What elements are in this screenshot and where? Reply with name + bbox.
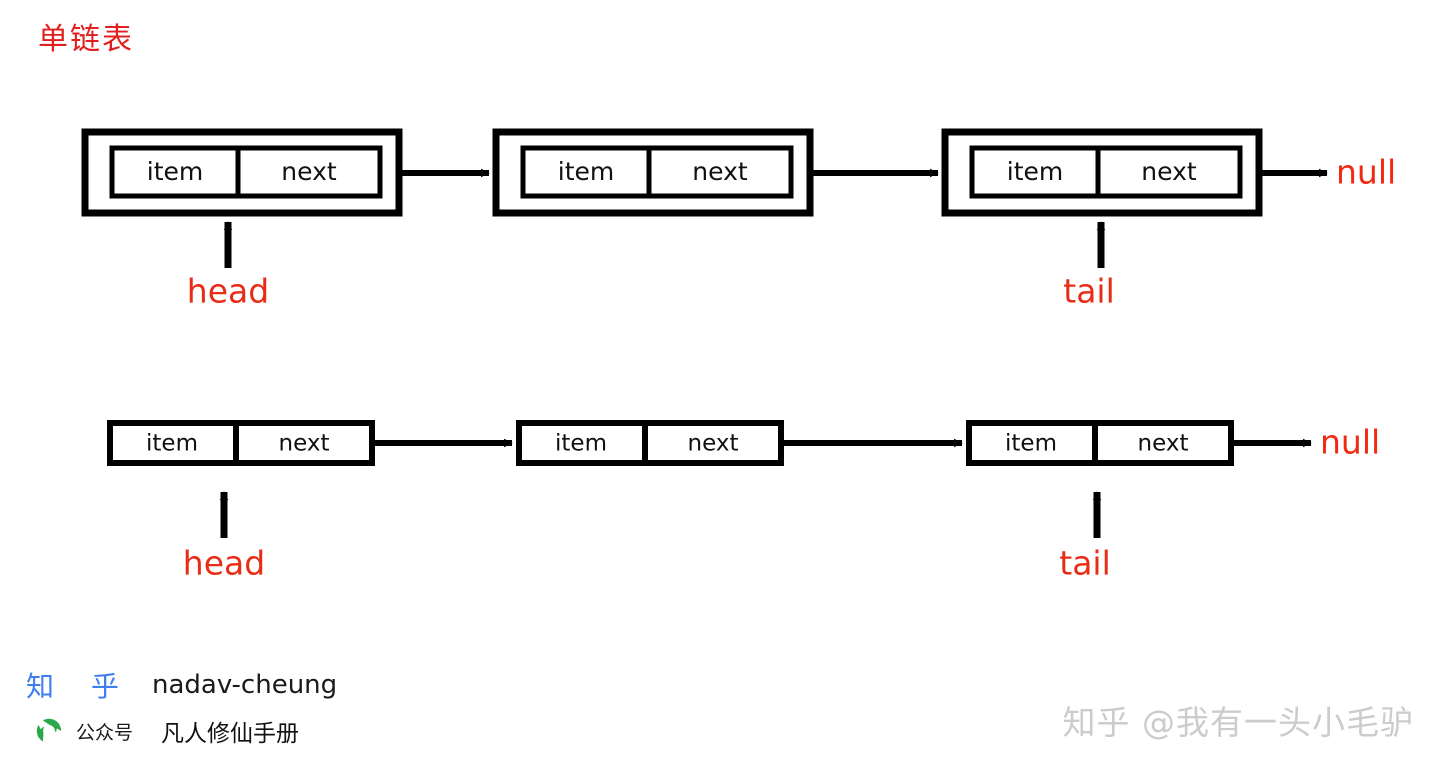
node-item-label: item [146,431,198,457]
node-box [966,420,1234,466]
node-next-label: next [281,157,337,186]
node-box [516,420,784,466]
null-terminator-label: null [1320,423,1380,462]
node-box [107,420,375,466]
node-3-row-2: item next [966,420,1234,466]
zhihu-logo: 知 乎 [26,670,133,703]
node-inner-box [520,145,794,199]
linked-list-row-1: item next item next item next null head [81,128,1396,311]
wechat-account-label: 凡人修仙手册 [161,721,300,747]
node-item-label: item [555,431,607,457]
node-2-row-1: item next [492,128,814,217]
tail-pointer-label: tail [1063,272,1115,311]
head-pointer-label: head [187,272,269,311]
footer-row-wechat: 公众号 凡人修仙手册 [26,708,726,754]
node-2-row-2: item next [516,420,784,466]
node-1-row-2: item next [107,420,375,466]
zhihu-handle-label: nadav-cheung [152,670,338,700]
footer-credits: 知 乎 nadav-cheung 公众号 凡人修仙手册 [26,662,726,754]
node-next-label: next [688,431,739,457]
zhihu-watermark: 知乎 @我有一头小毛驴 [1062,703,1414,742]
tail-pointer-label: tail [1059,544,1111,583]
node-next-label: next [692,157,748,186]
page-title: 单链表 [38,22,134,57]
linked-list-row-2: item next item next item next null head [107,420,1380,583]
node-inner-box [969,145,1243,199]
node-next-label: next [1138,431,1189,457]
null-terminator-label: null [1336,153,1396,192]
node-next-label: next [279,431,330,457]
wechat-caption-label: 公众号 [76,721,134,744]
node-item-label: item [147,157,203,186]
node-item-label: item [1005,431,1057,457]
node-3-row-1: item next [941,128,1263,217]
head-pointer-label: head [183,544,265,583]
node-item-label: item [1007,157,1063,186]
node-next-label: next [1141,157,1197,186]
node-item-label: item [558,157,614,186]
footer-row-zhihu: 知 乎 nadav-cheung [26,662,726,708]
node-1-row-1: item next [81,128,403,217]
node-inner-box [109,145,383,199]
wechat-refresh-icon [36,718,62,742]
